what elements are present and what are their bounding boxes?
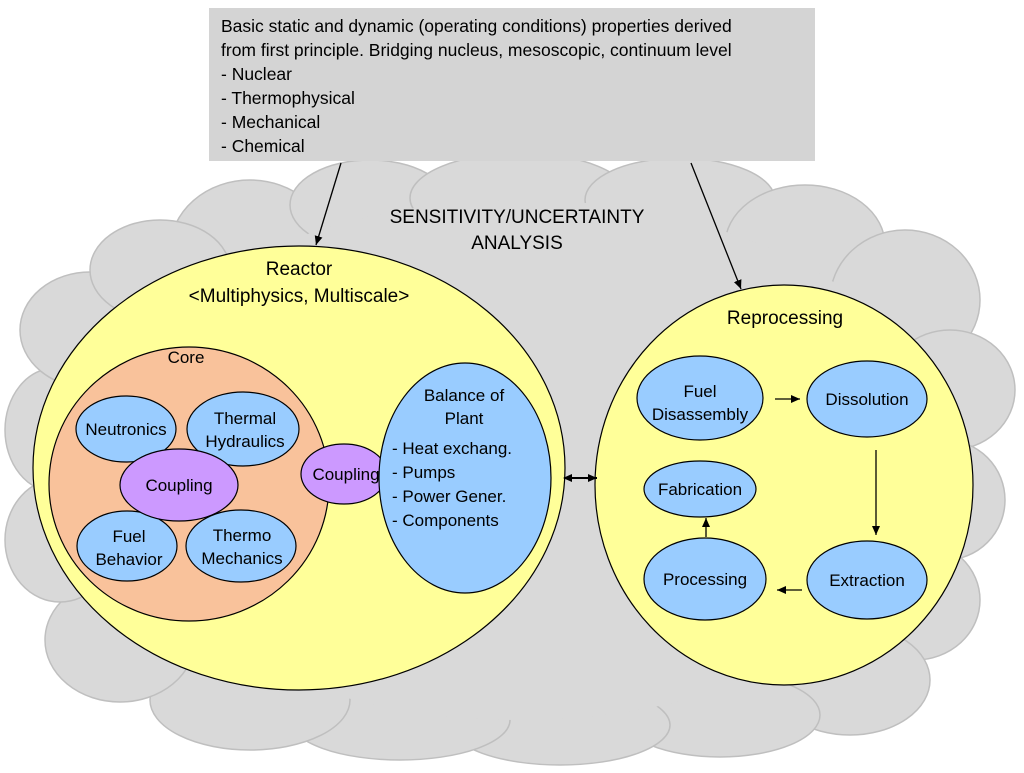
fuel-disassembly-label-line2: Disassembly: [652, 405, 749, 424]
extraction-node: [806, 540, 928, 620]
fuel-disassembly-node: [636, 355, 764, 441]
thermal-hydraulics-label-line2: Hydraulics: [205, 432, 284, 451]
thermo-mechanics-label-line1: Thermo: [213, 526, 272, 545]
properties-line: - Thermophysical: [221, 88, 355, 108]
properties-text-box: Basic static and dynamic (operating cond…: [209, 8, 815, 161]
processing-node: [643, 537, 767, 621]
balance-of-plant-item: - Power Gener.: [392, 487, 506, 506]
balance-of-plant-item: - Pumps: [392, 463, 455, 482]
fuel-behavior-label-line1: Fuel: [112, 527, 145, 546]
thermal-hydraulics-node: [186, 391, 300, 467]
cloud-title-line1: SENSITIVITY/UNCERTAINTY: [390, 207, 645, 228]
arrow-box-to-reprocessing: [690, 162, 742, 290]
balance-of-plant-title-line1: Balance of: [424, 386, 505, 405]
dissolution-node: [806, 360, 928, 438]
neutronics-label: Neutronics: [85, 420, 166, 439]
core-coupling-node: [119, 448, 239, 522]
arrow-box-to-reactor: [314, 162, 342, 246]
reactor-title-line2: <Multiphysics, Multiscale>: [189, 286, 410, 307]
balance-of-plant-item: - Heat exchang.: [392, 439, 512, 458]
thermo-mechanics-label-line2: Mechanics: [201, 549, 282, 568]
properties-line: - Chemical: [221, 136, 305, 156]
core-coupling-label: Coupling: [145, 476, 212, 495]
fuel-disassembly-label-line1: Fuel: [683, 382, 716, 401]
properties-line: - Nuclear: [221, 64, 292, 84]
reactor-title-line1: Reactor: [266, 259, 333, 280]
thermo-mechanics-node: [185, 509, 297, 583]
balance-of-plant-item: - Components: [392, 511, 499, 530]
extraction-label: Extraction: [829, 571, 905, 590]
properties-line: - Mechanical: [221, 112, 321, 132]
balance-of-plant-node: [378, 362, 552, 594]
properties-line: from first principle. Bridging nucleus, …: [221, 40, 732, 60]
core-label: Core: [168, 348, 205, 367]
thermal-hydraulics-label-line1: Thermal: [214, 409, 276, 428]
fuel-behavior-node: [76, 510, 178, 582]
properties-line: Basic static and dynamic (operating cond…: [221, 16, 732, 36]
processing-label: Processing: [663, 570, 747, 589]
reprocessing-title: Reprocessing: [727, 308, 843, 329]
fuel-behavior-label-line2: Behavior: [95, 550, 162, 569]
dissolution-label: Dissolution: [825, 390, 908, 409]
reactor-coupling-label: Coupling: [312, 465, 379, 484]
cloud-title-line2: ANALYSIS: [471, 233, 563, 254]
neutronics-node: [75, 395, 177, 463]
balance-of-plant-title-line2: Plant: [445, 409, 484, 428]
fabrication-label: Fabrication: [658, 480, 742, 499]
fabrication-node: [643, 460, 757, 518]
